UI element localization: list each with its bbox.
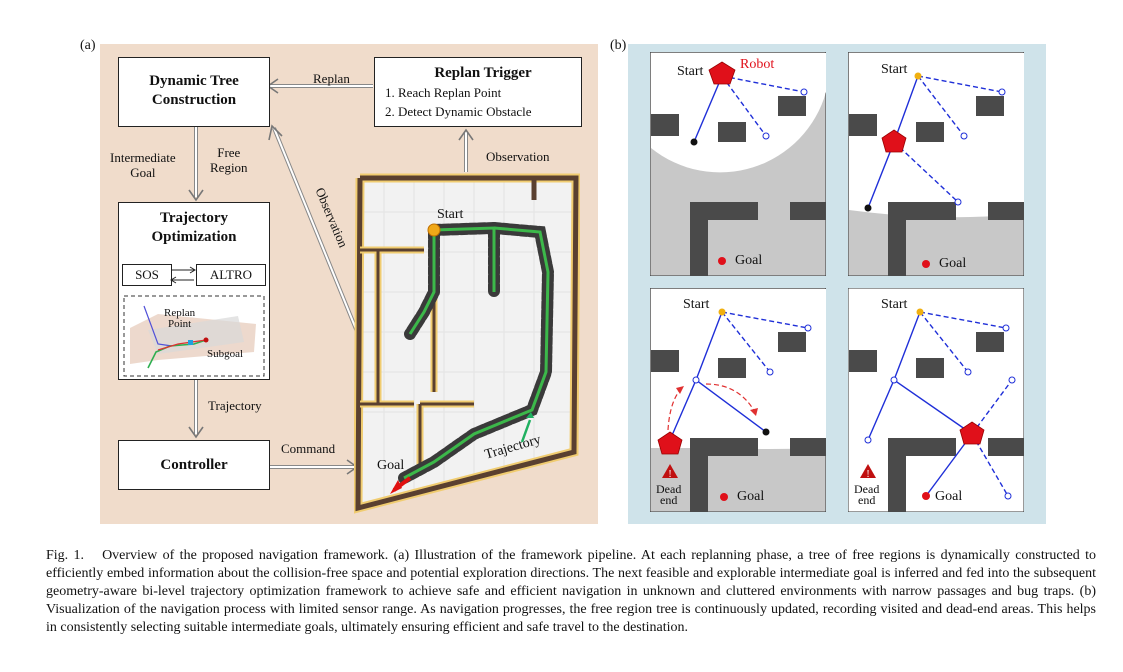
sos-label: SOS (135, 267, 159, 282)
label-observation-top: Observation (486, 149, 550, 164)
subpanel-4: ! (848, 288, 1024, 512)
map-goal-label: Goal (377, 458, 405, 473)
replan-trigger-item-2: 2. Detect Dynamic Obstacle (385, 104, 532, 119)
traj-opt-diagram (123, 266, 265, 377)
svg-text:!: ! (866, 469, 869, 480)
panel-a-arrows (188, 78, 474, 475)
caption-text: Overview of the proposed navigation fram… (46, 548, 1096, 635)
subpanel-1 (650, 52, 826, 276)
subpanel-2-start: Start (881, 62, 908, 77)
label-replan: Replan (313, 71, 350, 86)
label-trajectory: Trajectory (208, 398, 262, 413)
caption-fig-label: Fig. 1. (46, 548, 85, 563)
map-panel-a (354, 173, 580, 514)
label-free-region: Free Region (210, 145, 248, 175)
subpanel-3-dead-end-2: end (660, 493, 678, 507)
replan-trigger-box: Replan Trigger 1. Reach Replan Point 2. … (374, 57, 582, 127)
controller-box: Controller (118, 440, 270, 490)
subpanel-3: ! (650, 288, 826, 512)
map-start-label: Start (437, 207, 464, 222)
controller-title: Controller (160, 457, 228, 473)
subpanel-1-goal: Goal (735, 253, 763, 268)
subpanel-1-robot: Robot (740, 57, 775, 72)
altro-box: ALTRO (196, 264, 266, 286)
svg-text:!: ! (668, 469, 671, 480)
label-intermediate-goal-2: Goal (130, 165, 156, 180)
label-command: Command (281, 441, 336, 456)
subpanel-4-dead-end-1: Dead (854, 482, 880, 496)
subpanel-4-goal: Goal (935, 489, 963, 504)
label-replan-point-1: Replan (164, 307, 196, 319)
subpanel-2-goal: Goal (939, 256, 967, 271)
label-free-region-2: Region (210, 160, 248, 175)
dynamic-tree-title-1: Dynamic Tree (149, 73, 239, 89)
subpanel-1-start: Start (677, 64, 704, 79)
label-replan-point-2: Point (167, 318, 192, 330)
label-free-region-1: Free (217, 145, 241, 160)
subpanel-3-dead-end: Dead end (656, 482, 682, 507)
traj-opt-title-2: Optimization (151, 229, 237, 245)
traj-opt-title-1: Trajectory (159, 210, 228, 226)
panel-a-label: (a) (80, 38, 96, 53)
dynamic-tree-box: Dynamic Tree Construction (118, 57, 270, 127)
subpanel-3-goal: Goal (737, 489, 765, 504)
subpanel-2 (848, 52, 1024, 276)
replan-trigger-title: Replan Trigger (434, 65, 532, 81)
label-intermediate-goal: Intermediate Goal (110, 150, 176, 180)
dynamic-tree-title-2: Construction (151, 92, 237, 108)
subpanel-4-dead-end: Dead end (854, 482, 880, 507)
subpanel-3-start: Start (683, 297, 710, 312)
subpanel-4-start: Start (881, 297, 908, 312)
label-intermediate-goal-1: Intermediate (110, 150, 176, 165)
altro-label: ALTRO (209, 267, 253, 282)
subpanel-4-dead-end-2: end (858, 493, 876, 507)
label-replan-point: Replan Point (164, 308, 195, 330)
subpanel-3-dead-end-1: Dead (656, 482, 682, 496)
replan-trigger-item-1: 1. Reach Replan Point (385, 85, 502, 100)
label-subgoal: Subgoal (207, 348, 244, 360)
figure-caption: Fig. 1.Overview of the proposed navigati… (46, 547, 1096, 637)
panel-b-label: (b) (610, 38, 627, 53)
sos-box: SOS (122, 264, 172, 286)
